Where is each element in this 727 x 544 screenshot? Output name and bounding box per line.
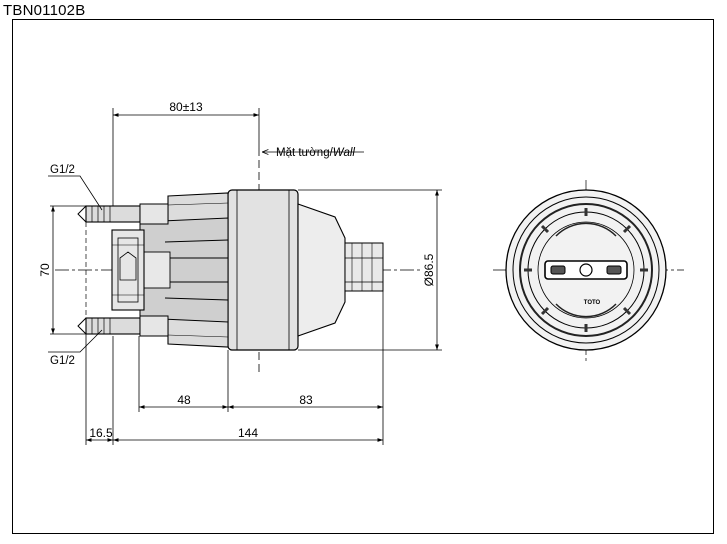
bezel-notches: [524, 208, 648, 332]
dim-offset-left: 16.5: [89, 426, 113, 440]
wall-label: Mặt tường/Wall: [276, 147, 355, 159]
drawing-frame: [12, 19, 714, 534]
brand-text: TOTO: [584, 300, 601, 306]
dim-mid-left: 48: [177, 393, 191, 407]
body-left: [139, 192, 229, 348]
inner-segments: [555, 222, 617, 318]
inlet-pipe-top: [77, 203, 169, 225]
handle: [544, 260, 628, 280]
inlet-pipe-bottom: [77, 315, 169, 337]
thread-label-top: G1/2: [50, 164, 75, 176]
wall-label-suffix: Wall: [333, 147, 356, 159]
front-view: [493, 180, 684, 362]
dim-diameter: Ø86.5: [422, 253, 436, 286]
valve-housing: [111, 229, 145, 311]
bezel-ring: [519, 203, 653, 337]
dim-overall: 144: [238, 426, 258, 440]
dimensions: [48, 108, 442, 445]
outer-ring-inner-edge: [512, 196, 660, 344]
main-body: [227, 189, 299, 351]
tapered-section: [297, 203, 346, 337]
inner-face-inner: [537, 221, 635, 319]
model-code: TBN01102B: [3, 2, 86, 19]
dim-mid-right: 83: [299, 393, 313, 407]
spindle: [344, 242, 384, 292]
side-view: [55, 148, 420, 372]
dim-height: 70: [38, 263, 52, 277]
thread-label-bottom: G1/2: [50, 355, 75, 367]
wall-label-prefix: Mặt tường/: [276, 147, 334, 159]
dim-top-span: 80±13: [169, 100, 203, 114]
